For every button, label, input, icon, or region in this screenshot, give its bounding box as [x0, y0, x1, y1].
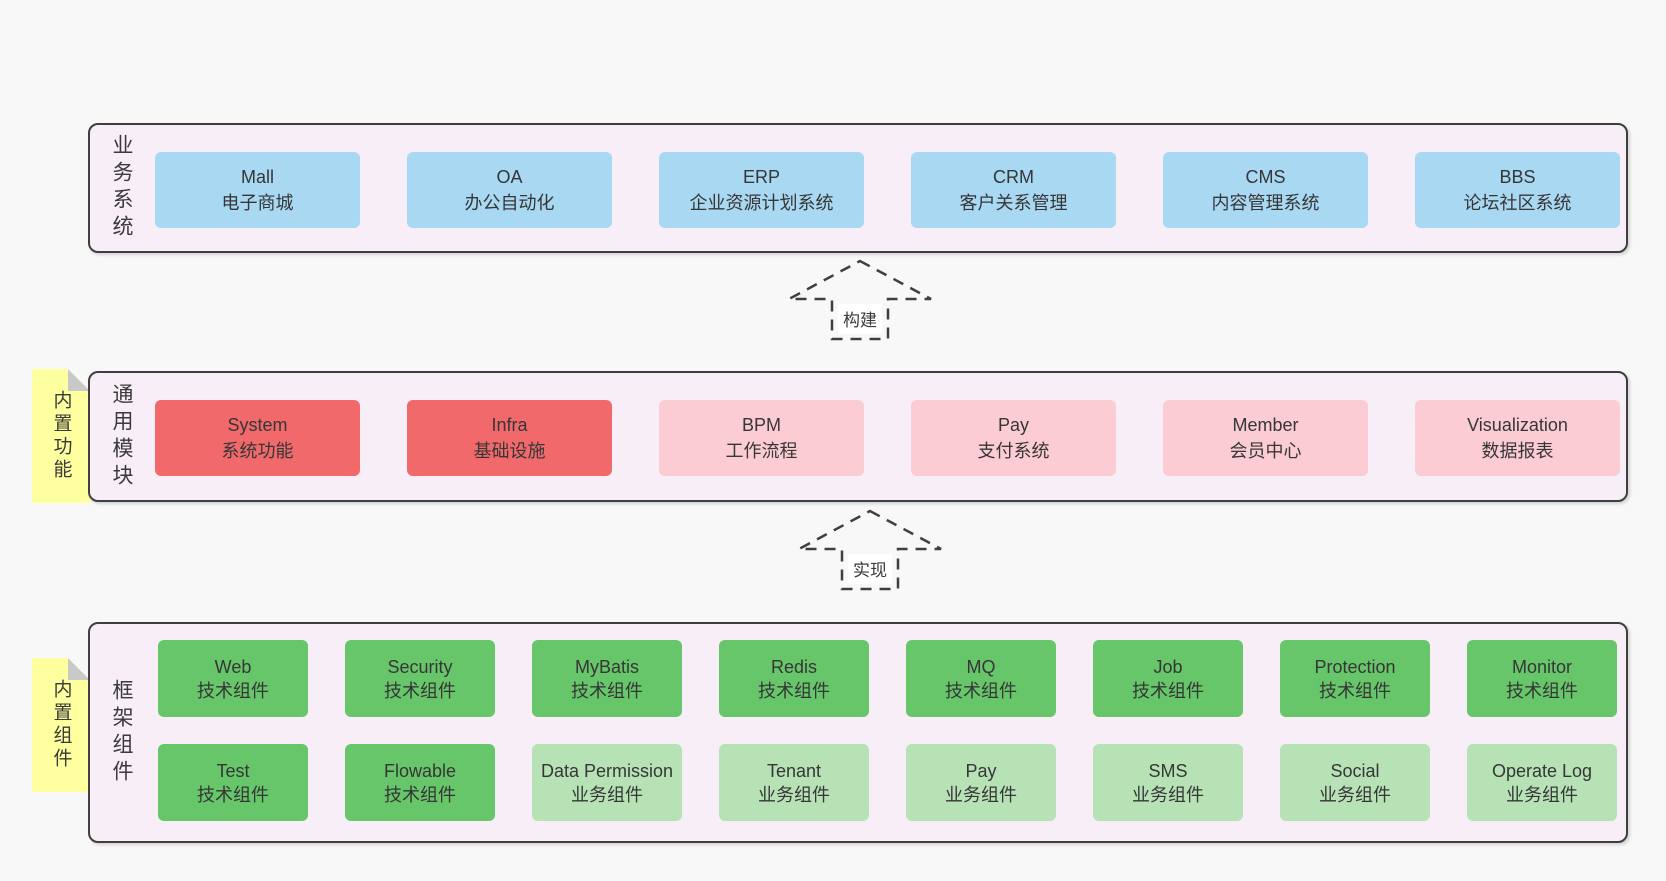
band-label-business-systems: 业务系统 — [110, 134, 133, 242]
box-crm: CRM 客户关系管理 — [911, 152, 1116, 228]
box-name: Pay — [997, 415, 1030, 435]
box-name: Visualization — [1467, 415, 1568, 435]
box-desc: 技术组件 — [384, 784, 456, 805]
band-label-common-modules: 通用模块 — [110, 382, 133, 491]
box-name: BBS — [1499, 167, 1536, 187]
box-desc: 论坛社区系统 — [1463, 193, 1572, 213]
box-desc: 业务组件 — [1506, 784, 1578, 805]
box-desc: 技术组件 — [384, 680, 456, 701]
box-desc: 数据报表 — [1481, 441, 1554, 461]
up-arrow-implement-icon: 实现 — [798, 509, 942, 591]
box-name: Job — [1153, 656, 1183, 677]
box-monitor: Monitor 技术组件 — [1467, 640, 1617, 717]
box-name: MyBatis — [574, 656, 639, 677]
box-name: SMS — [1148, 760, 1188, 781]
band-label-framework-components: 框架组件 — [110, 678, 133, 787]
box-name: Infra — [491, 415, 528, 435]
box-mybatis: MyBatis 技术组件 — [532, 640, 682, 717]
arrow-label-build: 构建 — [843, 311, 877, 330]
box-desc: 支付系统 — [977, 441, 1050, 461]
box-desc: 内容管理系统 — [1211, 193, 1320, 213]
box-mall: Mall 电子商城 — [155, 152, 360, 228]
box-name: Member — [1232, 415, 1299, 435]
box-desc: 办公自动化 — [464, 193, 555, 213]
box-desc: 业务组件 — [945, 784, 1017, 805]
box-protection: Protection 技术组件 — [1280, 640, 1430, 717]
box-desc: 电子商城 — [221, 193, 294, 213]
box-desc: 技术组件 — [1506, 680, 1578, 701]
box-web: Web 技术组件 — [158, 640, 308, 717]
box-name: Social — [1330, 760, 1380, 781]
box-desc: 技术组件 — [1132, 680, 1204, 701]
box-operate-log: Operate Log 业务组件 — [1467, 744, 1617, 821]
box-system: System 系统功能 — [155, 400, 360, 476]
box-name: Mall — [240, 167, 274, 187]
box-desc: 企业资源计划系统 — [689, 193, 834, 213]
box-data-permission: Data Permission 业务组件 — [532, 744, 682, 821]
box-social: Social 业务组件 — [1280, 744, 1430, 821]
box-name: Pay — [965, 760, 997, 781]
box-name: CRM — [993, 167, 1034, 187]
box-name: ERP — [742, 167, 780, 187]
up-arrow-build-icon: 构建 — [788, 259, 932, 341]
box-job: Job 技术组件 — [1093, 640, 1243, 717]
box-pay: Pay 支付系统 — [911, 400, 1116, 476]
box-erp: ERP 企业资源计划系统 — [659, 152, 864, 228]
sticky-note-builtin-components: 内置组件 — [32, 658, 90, 792]
box-name: Data Permission — [540, 760, 674, 781]
band-common-modules: 通用模块 System 系统功能 Infra 基础设施 BPM 工作流程 Pay… — [88, 371, 1628, 502]
box-visualization: Visualization 数据报表 — [1415, 400, 1620, 476]
box-tenant: Tenant 业务组件 — [719, 744, 869, 821]
box-name: Protection — [1314, 656, 1396, 677]
box-desc: 会员中心 — [1229, 441, 1302, 461]
box-name: Tenant — [766, 760, 822, 781]
sticky-note-label: 内置组件 — [50, 679, 72, 771]
box-desc: 业务组件 — [1319, 784, 1391, 805]
box-member: Member 会员中心 — [1163, 400, 1368, 476]
sticky-note-label: 内置功能 — [50, 390, 72, 482]
box-desc: 技术组件 — [197, 784, 269, 805]
box-flowable: Flowable 技术组件 — [345, 744, 495, 821]
box-desc: 基础设施 — [473, 441, 546, 461]
box-name: BPM — [741, 415, 781, 435]
arrow-label-implement: 实现 — [853, 561, 887, 580]
box-oa: OA 办公自动化 — [407, 152, 612, 228]
box-name: OA — [496, 167, 523, 187]
box-desc: 技术组件 — [571, 680, 643, 701]
box-desc: 业务组件 — [1132, 784, 1204, 805]
box-bbs: BBS 论坛社区系统 — [1415, 152, 1620, 228]
box-redis: Redis 技术组件 — [719, 640, 869, 717]
box-name: Redis — [770, 656, 818, 677]
sticky-note-builtin-features: 内置功能 — [32, 369, 90, 503]
box-sms: SMS 业务组件 — [1093, 744, 1243, 821]
band-business-systems: 业务系统 Mall 电子商城 OA 办公自动化 ERP 企业资源计划系统 CRM… — [88, 123, 1628, 253]
box-desc: 工作流程 — [725, 441, 798, 461]
box-cms: CMS 内容管理系统 — [1163, 152, 1368, 228]
box-pay-component: Pay 业务组件 — [906, 744, 1056, 821]
box-name: Operate Log — [1491, 760, 1593, 781]
box-name: MQ — [966, 656, 996, 677]
box-name: Web — [214, 656, 252, 677]
band-framework-components: 框架组件 Web 技术组件 Security 技术组件 MyBatis 技术组件… — [88, 622, 1628, 843]
box-name: System — [227, 415, 288, 435]
box-desc: 技术组件 — [1319, 680, 1391, 701]
box-desc: 技术组件 — [945, 680, 1017, 701]
box-desc: 系统功能 — [221, 441, 294, 461]
box-name: Flowable — [383, 760, 457, 781]
box-desc: 技术组件 — [197, 680, 269, 701]
box-security: Security 技术组件 — [345, 640, 495, 717]
box-desc: 技术组件 — [758, 680, 830, 701]
box-name: Monitor — [1511, 656, 1573, 677]
box-test: Test 技术组件 — [158, 744, 308, 821]
box-desc: 业务组件 — [571, 784, 643, 805]
box-desc: 客户关系管理 — [959, 193, 1068, 213]
box-mq: MQ 技术组件 — [906, 640, 1056, 717]
box-infra: Infra 基础设施 — [407, 400, 612, 476]
box-bpm: BPM 工作流程 — [659, 400, 864, 476]
box-name: CMS — [1245, 167, 1286, 187]
box-name: Security — [387, 656, 453, 677]
box-name: Test — [216, 760, 250, 781]
box-desc: 业务组件 — [758, 784, 830, 805]
